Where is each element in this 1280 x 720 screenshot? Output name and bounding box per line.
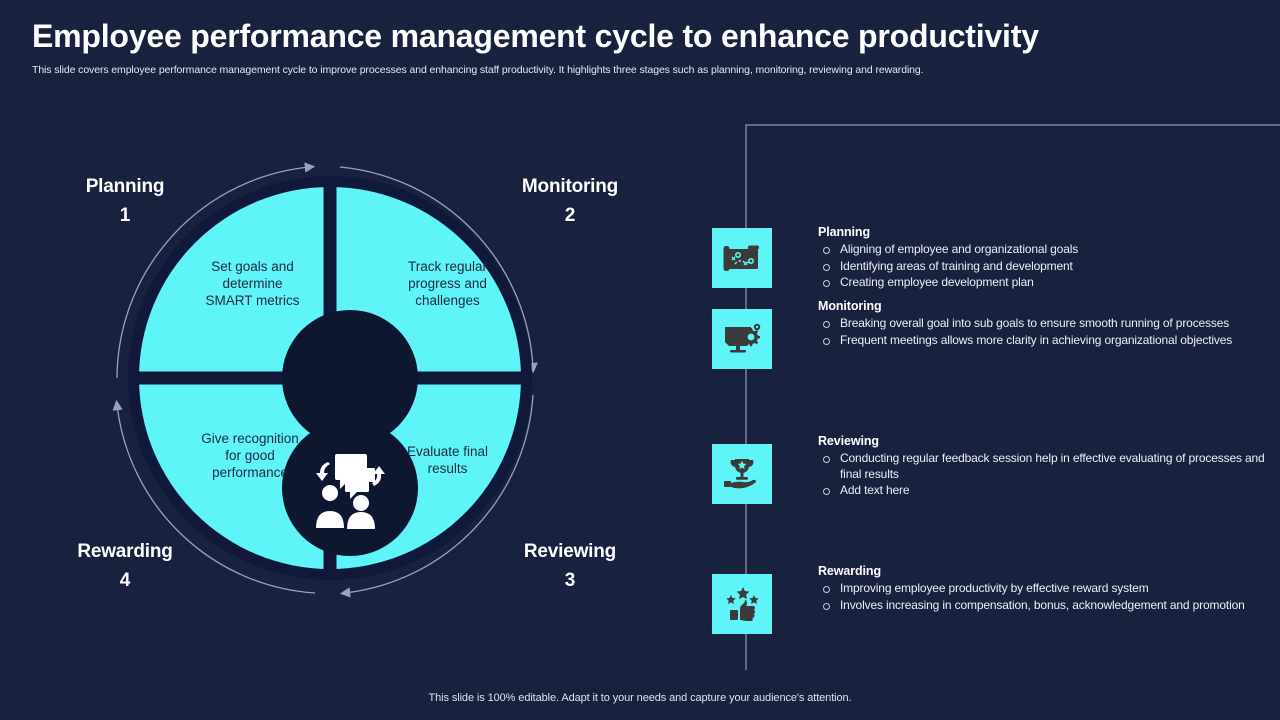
cycle-arrows [112,162,538,598]
cycle-diagram: Set goals and determine SMART metrics Tr… [20,110,680,650]
stage-label-planning: Planning 1 [30,176,220,227]
stage-label-reviewing: Reviewing 3 [470,541,670,592]
detail-title: Monitoring [818,299,882,313]
page-subtitle: This slide covers employee performance m… [32,64,924,76]
stage-name: Reviewing [523,541,617,562]
list-item: Breaking overall goal into sub goals to … [818,316,1268,332]
stage-name: Monitoring [521,176,619,197]
quadrant-text-rewarding: Give recognition for good performance [201,431,299,480]
list-item: Improving employee productivity by effec… [818,581,1268,597]
list-item: Identifying areas of training and develo… [818,259,1268,275]
details-panel: Planning Aligning of employee and organi… [690,110,1280,670]
slide-header: Employee performance management cycle to… [0,0,1280,92]
stage-number: 2 [564,205,576,226]
footer-note: This slide is 100% editable. Adapt it to… [428,692,852,704]
stage-label-monitoring: Monitoring 2 [470,176,670,227]
cycle-svg [112,162,538,598]
people-discussion-icon [282,420,418,556]
detail-title: Planning [818,225,870,239]
stage-number: 3 [564,570,576,591]
page-title: Employee performance management cycle to… [32,18,1039,54]
detail-body: Reviewing Conducting regular feedback se… [818,434,1268,500]
list-item: Conducting regular feedback session help… [818,451,1268,482]
stage-name: Planning [85,176,165,197]
strategy-board-icon [712,228,772,288]
monitor-gears-icon [712,309,772,369]
detail-body: Planning Aligning of employee and organi… [818,225,1268,292]
detail-body: Rewarding Improving employee productivit… [818,564,1268,614]
quadrant-text-monitoring: Track regular progress and challenges [407,259,488,308]
list-item: Involves increasing in compensation, bon… [818,598,1268,614]
quadrant-text-reviewing: Evaluate final results [406,444,489,476]
stage-name: Rewarding [77,541,173,562]
list-item: Creating employee development plan [818,275,1268,291]
quadrant-text-planning: Set goals and determine SMART metrics [205,259,300,308]
cycle-hub [282,310,418,446]
detail-bullets: Conducting regular feedback session help… [818,451,1268,499]
trophy-hand-icon [712,444,772,504]
stage-label-rewarding: Rewarding 4 [30,541,220,592]
list-item: Frequent meetings allows more clarity in… [818,333,1268,349]
detail-bullets: Aligning of employee and organizational … [818,242,1268,291]
detail-title: Reviewing [818,434,879,448]
detail-bullets: Improving employee productivity by effec… [818,581,1268,613]
detail-body: Monitoring Breaking overall goal into su… [818,299,1268,349]
detail-title: Rewarding [818,564,881,578]
stage-number: 4 [119,570,131,591]
thumbs-up-stars-icon [712,574,772,634]
list-item: Aligning of employee and organizational … [818,242,1268,258]
detail-bullets: Breaking overall goal into sub goals to … [818,316,1268,348]
list-item: Add text here [818,483,1268,499]
stage-number: 1 [119,205,131,226]
